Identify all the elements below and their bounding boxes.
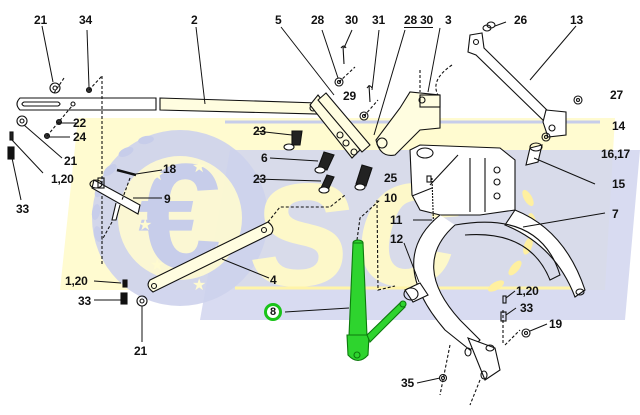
callout-6[interactable]: 6 [261,151,268,165]
callout-19[interactable]: 19 [549,317,562,331]
arm-13 [467,32,556,126]
washer-21-top [49,82,61,94]
callout-33[interactable]: 33 [16,202,29,216]
washer-28 [334,77,344,87]
callout-4[interactable]: 4 [270,273,277,287]
long-bar [159,97,319,115]
callout-2[interactable]: 2 [191,13,198,27]
callout-23-bottom[interactable]: 23 [253,172,266,186]
callout-9[interactable]: 9 [164,192,171,206]
sleeve-33-bottom [120,292,128,305]
callout-8-highlighted[interactable]: 8 [264,303,282,321]
callout-1-20[interactable]: 1,20 [51,172,74,186]
callout-18[interactable]: 18 [163,162,176,176]
svg-text:★: ★ [138,217,152,234]
washer-14 [541,132,551,142]
callout-25[interactable]: 25 [384,171,397,185]
callout-30[interactable]: 30 [345,13,358,27]
bolt-6 [317,151,335,171]
pin-1-20-right [502,295,507,304]
bolts [283,130,373,194]
link-4 [147,221,274,293]
leader-lines [11,21,606,384]
callout-27[interactable]: 27 [610,88,623,102]
watermark-blue-band [200,150,640,320]
callout-1-20-bottom[interactable]: 1,20 [65,274,88,288]
callout-31[interactable]: 31 [372,13,385,27]
callout-5[interactable]: 5 [275,13,282,27]
washer-29 [359,111,369,121]
split-pin-30 [340,45,347,65]
callout-23-top[interactable]: 23 [253,124,266,138]
spring-pin-18 [116,168,137,177]
bolt-25 [355,164,373,187]
callout-13[interactable]: 13 [570,13,583,27]
callout-29[interactable]: 29 [343,89,356,103]
callout-12[interactable]: 12 [390,232,403,246]
split-pin-31 [366,84,373,103]
callout-21[interactable]: 21 [34,13,47,27]
callout-33-right[interactable]: 33 [520,301,533,315]
callout-21-mid[interactable]: 21 [64,154,77,168]
callout-28-30[interactable]: 28 30 [404,13,434,28]
callout-15[interactable]: 15 [612,177,625,191]
pin-1-20-left [9,131,14,141]
callout-3[interactable]: 3 [445,13,452,27]
washer-19 [521,328,531,338]
slotted-link-left [16,97,157,111]
callout-16-17[interactable]: 16,17 [601,147,631,161]
pin-1-20-bottom [122,279,128,288]
washer-27 [573,95,583,105]
callout-21-bottom[interactable]: 21 [134,344,147,358]
callout-1-20-right[interactable]: 1,20 [516,284,539,298]
bolt-23-top [291,130,303,146]
slotted-link-hole [70,101,76,107]
washer-21-bottom [16,115,28,127]
line-art [7,21,586,406]
lever-part-8[interactable] [346,239,407,362]
svg-text:★: ★ [150,257,164,274]
sleeve-33-left [7,146,15,160]
sleeve-33-right [500,311,507,322]
callout-28[interactable]: 28 [311,13,324,27]
callout-10[interactable]: 10 [384,191,397,205]
svg-text:★: ★ [192,277,206,294]
slotted-link-slot [21,101,61,107]
callout-26[interactable]: 26 [514,13,527,27]
svg-text:★: ★ [192,159,206,176]
callout-34[interactable]: 34 [79,13,92,27]
callout-22[interactable]: 22 [73,116,86,130]
fork-housing [409,144,516,216]
fork-arc-outer [413,214,481,351]
callout-24[interactable]: 24 [73,130,86,144]
callout-11[interactable]: 11 [390,213,403,227]
watermark-emblem-inner [118,156,242,280]
callout-33-bottom[interactable]: 33 [78,294,91,308]
fork-arc-right [504,209,586,298]
callout-14[interactable]: 14 [612,119,625,133]
callout-7[interactable]: 7 [612,207,619,221]
callout-35[interactable]: 35 [401,376,414,390]
